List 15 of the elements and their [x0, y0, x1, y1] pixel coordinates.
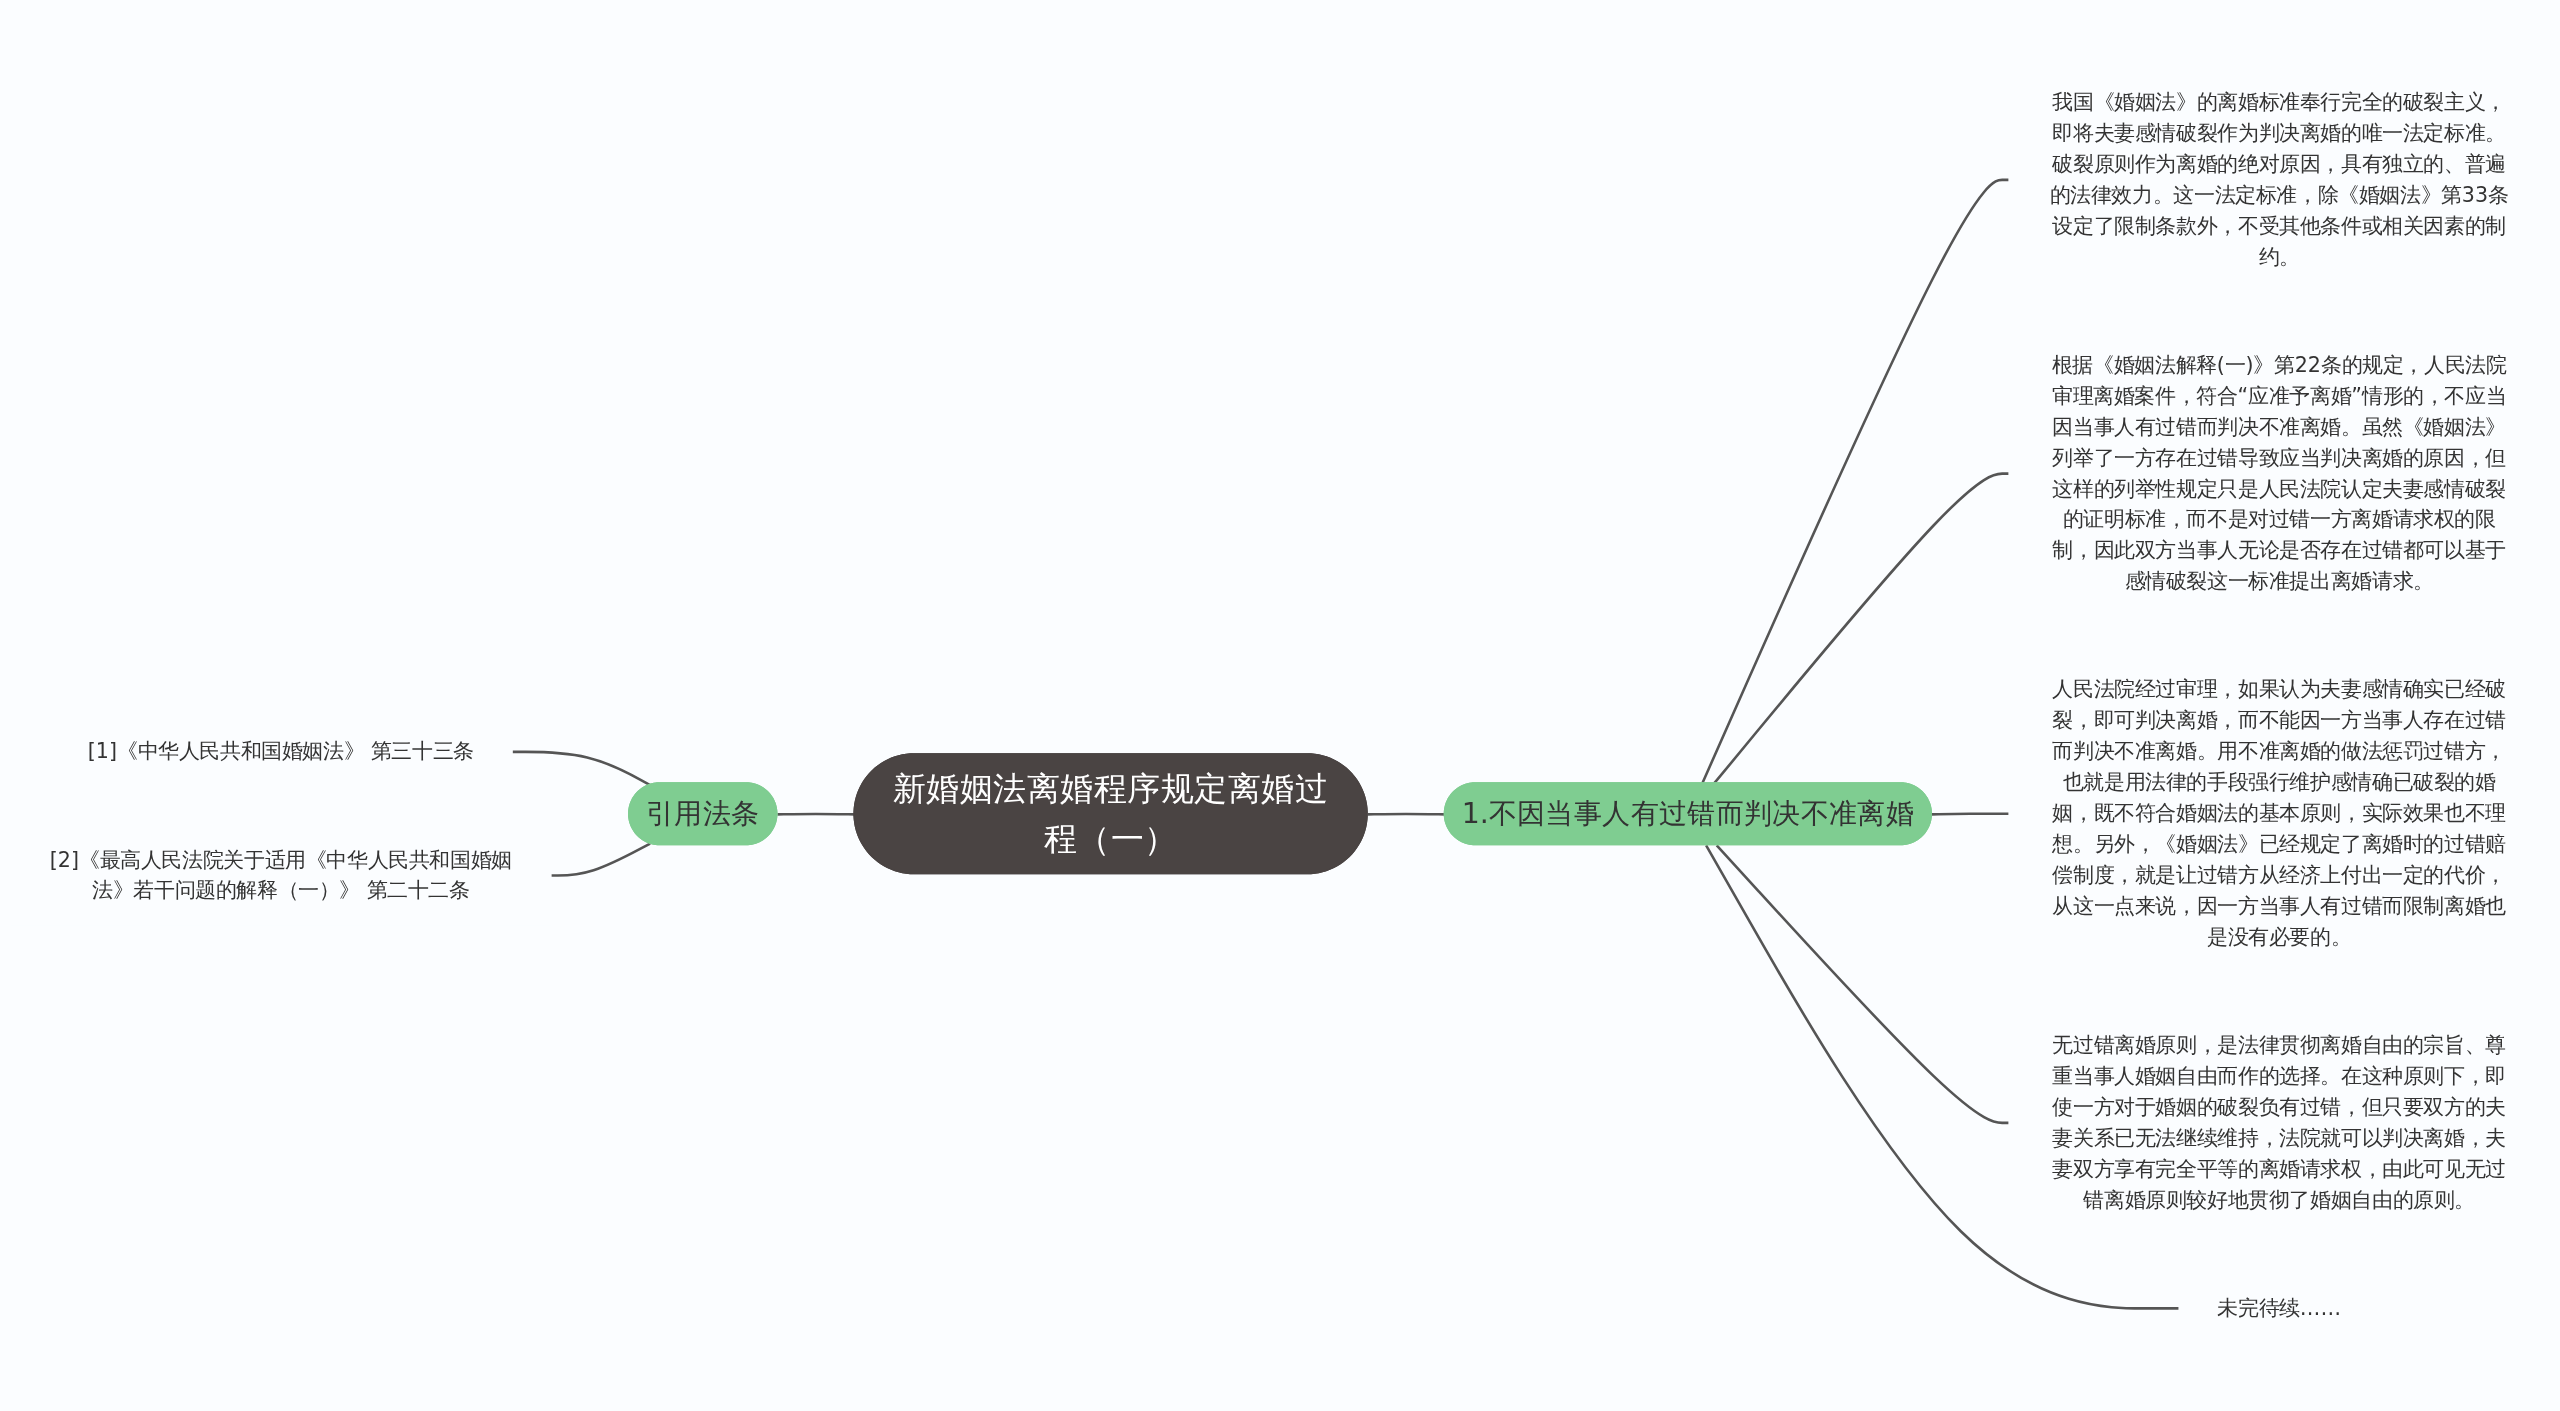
connector: [1705, 844, 2179, 1310]
node-text: 人民法院经过审理，如果认为夫妻感情确实已经破裂，即可判决离婚，而不能因一方当事人存在过错而判决不准离婚。用不准离婚的做法惩罚过错方，也就是用法律的手段强行维护感情确已破裂的婚姻，既不符合婚姻法的基本原则，实际效果也不理想。另外，《婚姻法》已经规定了离婚时的过错赔偿制度，就是让过错方从经济上付出一定的代价，从这一点来说，因一方当事人有过错而限制离婚也是没有必要的。: [2052, 677, 2506, 949]
connector: [1931, 812, 2009, 816]
node-text: 无过错离婚原则，是法律贯彻离婚自由的宗旨、尊重当事人婚姻自由而作的选择。在这种原则下，即使一方对于婚姻的破裂负有过错，但只要双方的夫妻关系已无法继续维持，法院就可以判决离婚，夫妻双方享有完全平等的离婚请求权，由此可见无过错离婚原则较好地贯彻了婚姻自由的原则。: [2052, 1032, 2506, 1212]
connector: [1715, 844, 2009, 1125]
connector: [512, 750, 651, 787]
node-text: [2]《最高人民法院关于适用《中华人民共和国婚姻法》若干问题的解释（一）》 第二十二条: [49, 847, 512, 903]
node-text: 根据《婚姻法解释(一)》第22条的规定，人民法院审理离婚案件，符合“应准予离婚”情形的，不应当因当事人有过错而判决不准离婚。虽然《婚姻法》列举了一方存在过错导致应当判决离婚的原因，但这样的列举性规定只是人民法院认定夫妻感情破裂的证明标准，而不是对过错一方离婚请求权的限制，因此双方当事人无论是否存在过错都可以基于感情破裂这一标准提出离婚请求。: [2051, 352, 2507, 594]
connector: [551, 842, 651, 877]
node-text: [1]《中华人民共和国婚姻法》 第三十三条: [87, 739, 474, 764]
connector: [777, 812, 855, 816]
connector: [1701, 178, 2009, 784]
node-text: 未完待续……: [2217, 1295, 2341, 1321]
node-text: 我国《婚姻法》的离婚标准奉行完全的破裂主义，即将夫妻感情破裂作为判决离婚的唯一法定标准。破裂原则作为离婚的绝对原因，具有独立的、普遍的法律效力。这一法定标准，除《婚姻法》第33条设定了限制条款外，不受其他条件或相关因素的制约。: [2049, 89, 2509, 269]
connector: [1367, 812, 1446, 816]
